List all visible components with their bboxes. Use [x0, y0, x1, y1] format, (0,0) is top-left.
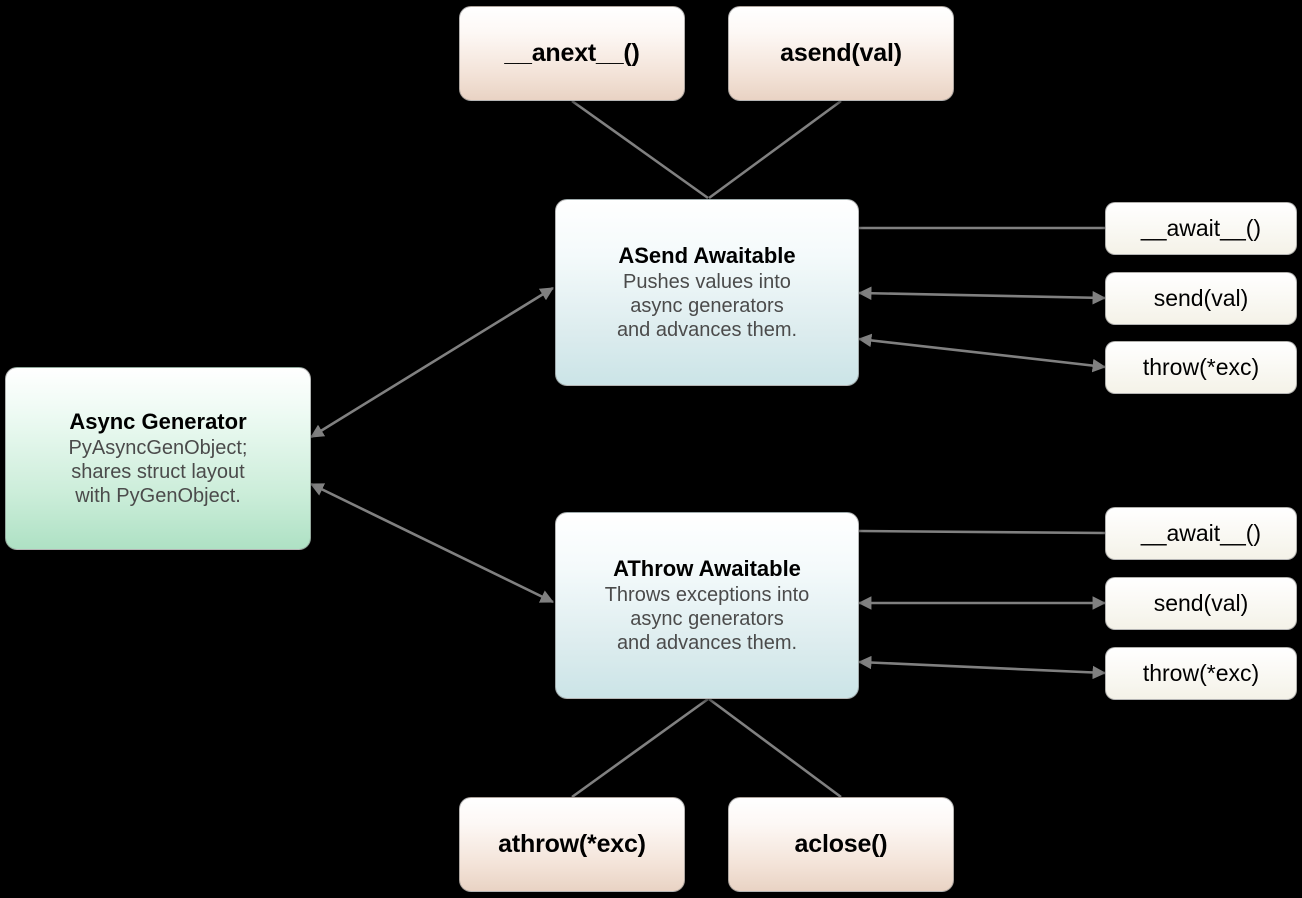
node-asend-send[interactable]: send(val) [1105, 272, 1297, 325]
node-asend-awaitable[interactable]: ASend Awaitable Pushes values into async… [555, 199, 859, 386]
node-anext-label: __anext__() [504, 39, 640, 67]
node-asend-awaitable-desc-line-1: Pushes values into [623, 270, 791, 293]
node-async-generator[interactable]: Async Generator PyAsyncGenObject; shares… [5, 367, 311, 550]
node-asend-label: asend(val) [780, 39, 902, 67]
edge-aclose-to-athrow-awaitable [708, 697, 842, 799]
node-athrow-awaitable-title: AThrow Awaitable [613, 556, 801, 582]
node-async-generator-title: Async Generator [69, 409, 247, 435]
edge-athrow-to-athrow-awaitable [571, 697, 709, 799]
node-athrow-await-label: __await__() [1140, 520, 1262, 546]
node-athrow-awaitable-desc-line-3: and advances them. [616, 631, 798, 654]
node-asend-awaitable-title: ASend Awaitable [618, 243, 796, 269]
node-asend-awaitable-desc-line-2: async generators [630, 294, 784, 317]
node-asend-await[interactable]: __await__() [1105, 202, 1297, 255]
node-asend-awaitable-desc-line-3: and advances them. [616, 318, 798, 341]
node-athrow-awaitable-desc-line-1: Throws exceptions into [604, 583, 810, 606]
edge-asend-awaitable-throw [857, 333, 1107, 373]
node-athrow-label: athrow(*exc) [498, 830, 646, 858]
node-anext[interactable]: __anext__() [459, 6, 685, 101]
edge-anext-to-asend-awaitable [571, 99, 709, 200]
node-async-generator-desc-line-1: PyAsyncGenObject; [68, 436, 248, 459]
node-aclose-label: aclose() [794, 830, 888, 858]
node-asend-throw[interactable]: throw(*exc) [1105, 341, 1297, 394]
node-async-generator-desc-line-3: with PyGenObject. [75, 484, 241, 507]
edge-async-generator-athrow-awaitable [310, 482, 554, 604]
node-asend-await-label: __await__() [1140, 215, 1262, 241]
node-athrow-await[interactable]: __await__() [1105, 507, 1297, 560]
node-aclose[interactable]: aclose() [728, 797, 954, 892]
edge-athrow-awaitable-await [858, 529, 1106, 535]
node-athrow-awaitable[interactable]: AThrow Awaitable Throws exceptions into … [555, 512, 859, 699]
node-athrow-throw-label: throw(*exc) [1142, 660, 1260, 686]
edge-asend-to-asend-awaitable [708, 99, 842, 200]
node-athrow[interactable]: athrow(*exc) [459, 797, 685, 892]
edge-athrow-awaitable-throw [857, 655, 1107, 680]
node-asend-send-label: send(val) [1153, 285, 1249, 311]
edge-async-generator-asend-awaitable [310, 286, 554, 439]
node-asend[interactable]: asend(val) [728, 6, 954, 101]
node-asend-throw-label: throw(*exc) [1142, 354, 1260, 380]
node-athrow-throw[interactable]: throw(*exc) [1105, 647, 1297, 700]
node-athrow-send-label: send(val) [1153, 590, 1249, 616]
node-athrow-send[interactable]: send(val) [1105, 577, 1297, 630]
node-async-generator-desc-line-2: shares struct layout [71, 460, 245, 483]
node-athrow-awaitable-desc-line-2: async generators [630, 607, 784, 630]
edge-asend-awaitable-send [857, 286, 1107, 305]
